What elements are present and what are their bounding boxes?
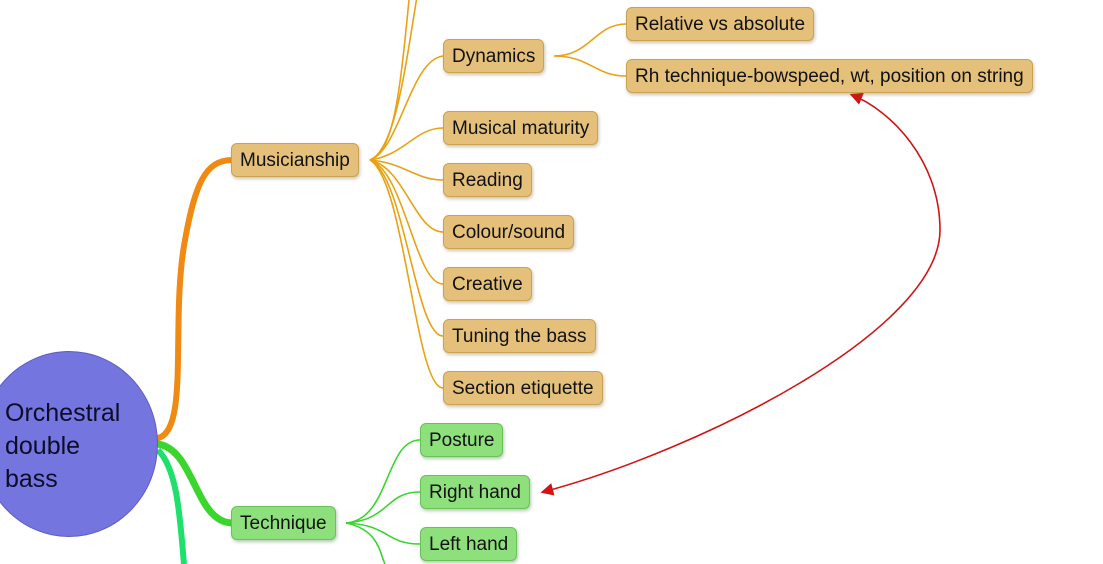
link-root-musicianship [155,157,235,441]
node-musical-maturity[interactable]: Musical maturity [443,111,599,145]
node-right-hand[interactable]: Right hand [420,475,530,509]
node-musicianship[interactable]: Musicianship [231,143,359,177]
node-colour-sound[interactable]: Colour/sound [443,215,575,249]
root-label: Orchestral double bass [5,399,121,493]
node-creative[interactable]: Creative [443,267,532,301]
link-root-technique [154,440,236,527]
node-reading[interactable]: Reading [443,163,532,197]
relation-arrow [540,92,941,496]
node-tuning-the-bass[interactable]: Tuning the bass [443,319,596,353]
link-root-offscreen [155,447,187,564]
node-posture[interactable]: Posture [420,423,504,457]
node-technique[interactable]: Technique [231,506,336,540]
node-relative-vs-absolute[interactable]: Relative vs absolute [626,7,815,41]
node-section-etiquette[interactable]: Section etiquette [443,371,603,405]
node-dynamics[interactable]: Dynamics [443,39,545,73]
node-rh-technique[interactable]: Rh technique-bowspeed, wt, position on s… [626,59,1033,93]
node-left-hand[interactable]: Left hand [420,527,518,561]
